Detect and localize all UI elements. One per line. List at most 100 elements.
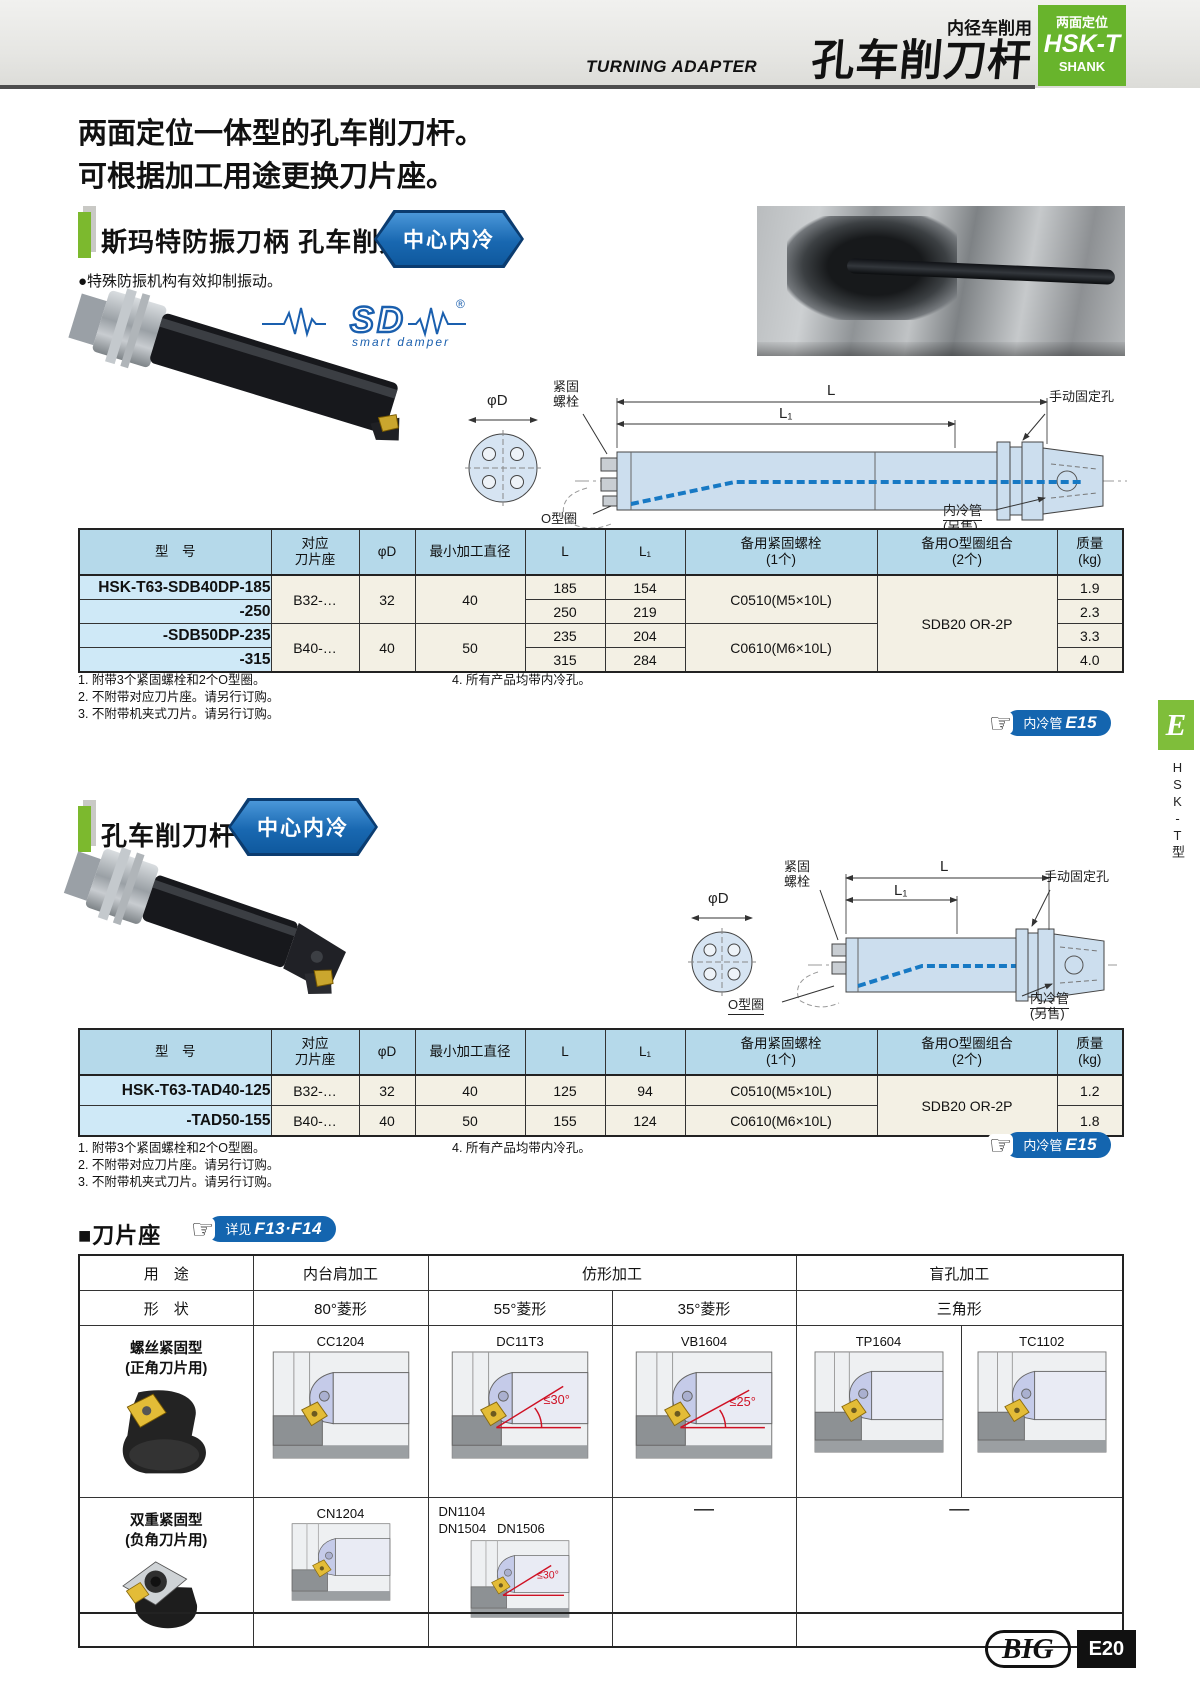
cell-l1: 154 bbox=[604, 574, 686, 600]
cell-min-dia: 40 bbox=[414, 574, 526, 624]
diagram1-drawing bbox=[465, 398, 1127, 529]
intro-line-1: 两面定位一体型的孔车削刀杆。 bbox=[78, 116, 485, 150]
side-tab-letter: E bbox=[1158, 700, 1194, 750]
label-manual-hole: 手动固定孔 bbox=[1049, 389, 1115, 404]
cell-model: -250 bbox=[78, 599, 272, 624]
col-l1: L₁ bbox=[604, 528, 686, 576]
hand-icon: ☞ bbox=[988, 708, 1014, 738]
cell-oring: SDB20 OR-2P bbox=[876, 1074, 1058, 1137]
table2-header-row: 型 号 对应刀片座 φD 最小加工直径 L L₁ 备用紧固螺栓(1个) 备用O型… bbox=[78, 1028, 1124, 1076]
section1-bullet: ●特殊防振机构有效抑制振动。 bbox=[78, 273, 283, 290]
sd-logo-text: SD bbox=[350, 299, 406, 340]
seat-cell-vb1604: VB1604 ≤25° bbox=[611, 1325, 797, 1498]
side-tab-label: HSK-T型 bbox=[1170, 760, 1185, 860]
diagram2-drawing bbox=[688, 874, 1117, 1008]
cell-mass: 2.3 bbox=[1056, 599, 1124, 624]
label-phi-d: φD bbox=[708, 890, 729, 907]
hand-icon: ☞ bbox=[190, 1214, 216, 1244]
seat-cell-empty-35: — bbox=[611, 1497, 797, 1648]
table-row: -SDB50DP-235 B40-… 40 50 235 204 C0610(M… bbox=[78, 623, 1124, 673]
seat-use-row: 用 途 内台肩加工 仿形加工 盲孔加工 bbox=[78, 1254, 1124, 1291]
section1-bar bbox=[78, 212, 91, 258]
cell-model: HSK-T63-TAD40-125 bbox=[78, 1074, 272, 1106]
note-1: 1. 附带3个紧固螺栓和2个O型圈。 bbox=[78, 1141, 266, 1155]
cell-l: 235 bbox=[524, 623, 606, 648]
coolant-hex-label-2: 中心内冷 bbox=[231, 801, 375, 853]
sd-logo-reg: ® bbox=[456, 297, 465, 311]
col-bolt: 备用紧固螺栓(1个) bbox=[684, 1028, 878, 1076]
cell-phid: 40 bbox=[358, 623, 416, 673]
cell-l: 315 bbox=[524, 647, 606, 673]
ref-page: E15 bbox=[1065, 1135, 1098, 1154]
coolant-hex-label-1: 中心内冷 bbox=[377, 213, 521, 265]
note-1: 1. 附带3个紧固螺栓和2个O型圈。 bbox=[78, 673, 266, 687]
cell-mass: 1.2 bbox=[1056, 1074, 1124, 1106]
shank-badge-bot: SHANK bbox=[1058, 58, 1106, 74]
cell-bolt: C0510(M5×10L) bbox=[684, 1074, 878, 1106]
cell-bolt: C0610(M6×10L) bbox=[684, 623, 878, 673]
col-oring: 备用O型圈组合(2个) bbox=[876, 1028, 1058, 1076]
ref-page: E15 bbox=[1065, 713, 1098, 732]
photo-edge-shadow bbox=[757, 342, 1125, 356]
seat-diagram: ≤30° bbox=[470, 1540, 570, 1618]
seat-diagram bbox=[272, 1351, 410, 1459]
cell-model: -SDB50DP-235 bbox=[78, 623, 272, 648]
cell-mass: 1.9 bbox=[1056, 574, 1124, 600]
angle-label: ≤25° bbox=[730, 1394, 756, 1409]
col-phid: φD bbox=[358, 528, 416, 576]
cell-seat: B40-… bbox=[270, 1105, 360, 1137]
screw-type-label: 螺丝紧固型 (正角刀片用) bbox=[78, 1325, 254, 1498]
cell-seat: B32-… bbox=[270, 1074, 360, 1106]
cell-seat: B32-… bbox=[270, 574, 360, 624]
see-also-badge[interactable]: ☞ 详见 F13·F14 bbox=[182, 1214, 337, 1244]
cell-min-dia: 50 bbox=[414, 1105, 526, 1137]
cell-phid: 32 bbox=[358, 1074, 416, 1106]
label-dim-l: L bbox=[827, 382, 836, 399]
table1-header-row: 型 号 对应刀片座 φD 最小加工直径 L L₁ 备用紧固螺栓(1个) 备用O型… bbox=[78, 528, 1124, 576]
dimension-diagram-2: φD 紧固 螺栓 L L₁ 手动固定孔 O型圈 内冷管 (另售) bbox=[612, 834, 1122, 1021]
seat-diagram bbox=[977, 1351, 1107, 1453]
intro-line-2: 可根据加工用途更换刀片座。 bbox=[78, 158, 456, 193]
coolant-pipe-ref-badge-2[interactable]: ☞ 内冷管 E15 bbox=[980, 1132, 1112, 1158]
note-2: 2. 不附带对应刀片座。请另行订购。 bbox=[78, 690, 280, 704]
seat-cell-empty-triangle: — bbox=[795, 1497, 1124, 1648]
label-o-ring: O型圈 bbox=[541, 511, 578, 529]
seat-diagram: ≤30° bbox=[451, 1351, 589, 1459]
shape-55: 55°菱形 bbox=[427, 1290, 613, 1326]
ref-pill: 详见 F13·F14 bbox=[207, 1216, 337, 1242]
dimension-diagram-1: φD 紧固 螺栓 L L₁ 手动固定孔 O型圈 内冷管 (另售) bbox=[435, 368, 1135, 536]
header-category: 内径车削用 bbox=[947, 19, 1032, 38]
spec-table-2: 型 号 对应刀片座 φD 最小加工直径 L L₁ 备用紧固螺栓(1个) 备用O型… bbox=[78, 1028, 1124, 1137]
label-dim-l: L bbox=[940, 858, 949, 875]
double-clamp-label: 双重紧固型 (负角刀片用) bbox=[78, 1497, 254, 1648]
shape-80: 80°菱形 bbox=[252, 1290, 429, 1326]
table-row: -TAD50-155 B40-… 40 50 155 124 C0610(M6×… bbox=[78, 1105, 1124, 1137]
angle-annotation bbox=[680, 1389, 765, 1429]
label-dim-l1: L₁ bbox=[779, 405, 793, 422]
page-title: 孔车削刀杆 bbox=[809, 37, 1034, 85]
ref-pill: 内冷管 E15 bbox=[1005, 1132, 1112, 1158]
section2-bar bbox=[78, 806, 91, 852]
seat-cell-cn1204: CN1204 bbox=[252, 1497, 429, 1648]
header-band bbox=[0, 0, 1200, 88]
label-o-ring: O型圈 bbox=[728, 997, 765, 1015]
angle-annotation bbox=[496, 1385, 581, 1429]
col-l: L bbox=[524, 1028, 606, 1076]
label-phi-d: φD bbox=[487, 392, 508, 409]
screw-type-photo bbox=[110, 1385, 222, 1477]
cell-mass: 4.0 bbox=[1056, 647, 1124, 673]
cell-min-dia: 40 bbox=[414, 1074, 526, 1106]
seat-cell-tp1604: TP1604 bbox=[795, 1325, 962, 1498]
coolant-pipe-ref-badge-1[interactable]: ☞ 内冷管 E15 bbox=[980, 708, 1112, 738]
shank-badge-mid: HSK-T bbox=[1043, 30, 1121, 58]
cell-oring: SDB20 OR-2P bbox=[876, 574, 1058, 673]
col-model: 型 号 bbox=[78, 528, 272, 576]
cell-bolt: C0610(M6×10L) bbox=[684, 1105, 878, 1137]
col-min-dia: 最小加工直径 bbox=[414, 528, 526, 576]
note-4: 4. 所有产品均带内冷孔。 bbox=[452, 1141, 591, 1155]
table1-note-right: 4. 所有产品均带内冷孔。 bbox=[452, 672, 591, 689]
shape-triangle: 三角形 bbox=[795, 1290, 1124, 1326]
cell-mass: 1.8 bbox=[1056, 1105, 1124, 1137]
note-3: 3. 不附带机夹式刀片。请另行订购。 bbox=[78, 1175, 280, 1189]
product-photo-boring-bar bbox=[63, 847, 346, 994]
